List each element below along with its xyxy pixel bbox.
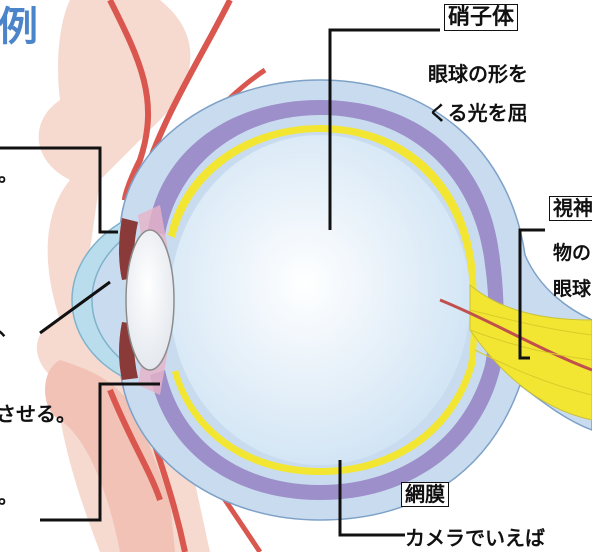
leader-optic [518, 228, 545, 360]
eyelid-skin-lower [45, 360, 175, 552]
page-title-fragment: 例 [0, 4, 40, 50]
retina-label: 網膜 [401, 482, 449, 507]
leader-left-2 [39, 280, 111, 335]
leader-left-1 [0, 146, 118, 234]
optic-nerve-desc-line1: 物の [553, 242, 592, 264]
lens [125, 229, 175, 371]
upper-lid-red-1 [107, 0, 152, 201]
leader-lines [0, 28, 545, 537]
optic-nerve-label: 視神 [549, 196, 592, 221]
vitreous-desc-line1: 眼球の形を [428, 62, 528, 86]
leader-left-3 [40, 382, 160, 522]
retina-desc-line1: カメラでいえば [405, 526, 545, 550]
left-fragment-4: 。 [0, 484, 18, 508]
vitreous-label: 硝子体 [444, 4, 519, 32]
left-fragment-1: 。 [0, 162, 18, 186]
leader-retina [338, 460, 405, 537]
lower-lid-red-2 [107, 388, 163, 501]
left-fragment-3: させる。 [0, 402, 76, 426]
left-fragment-2: 、 [0, 316, 18, 340]
optic-nerve-desc-line2: 眼球 [553, 278, 592, 300]
leader-vitreous [328, 28, 440, 230]
vitreous-desc-line2: くる光を屈 [428, 101, 528, 125]
vitreous-body [170, 135, 470, 465]
optic-nerve-vessel [439, 298, 592, 372]
